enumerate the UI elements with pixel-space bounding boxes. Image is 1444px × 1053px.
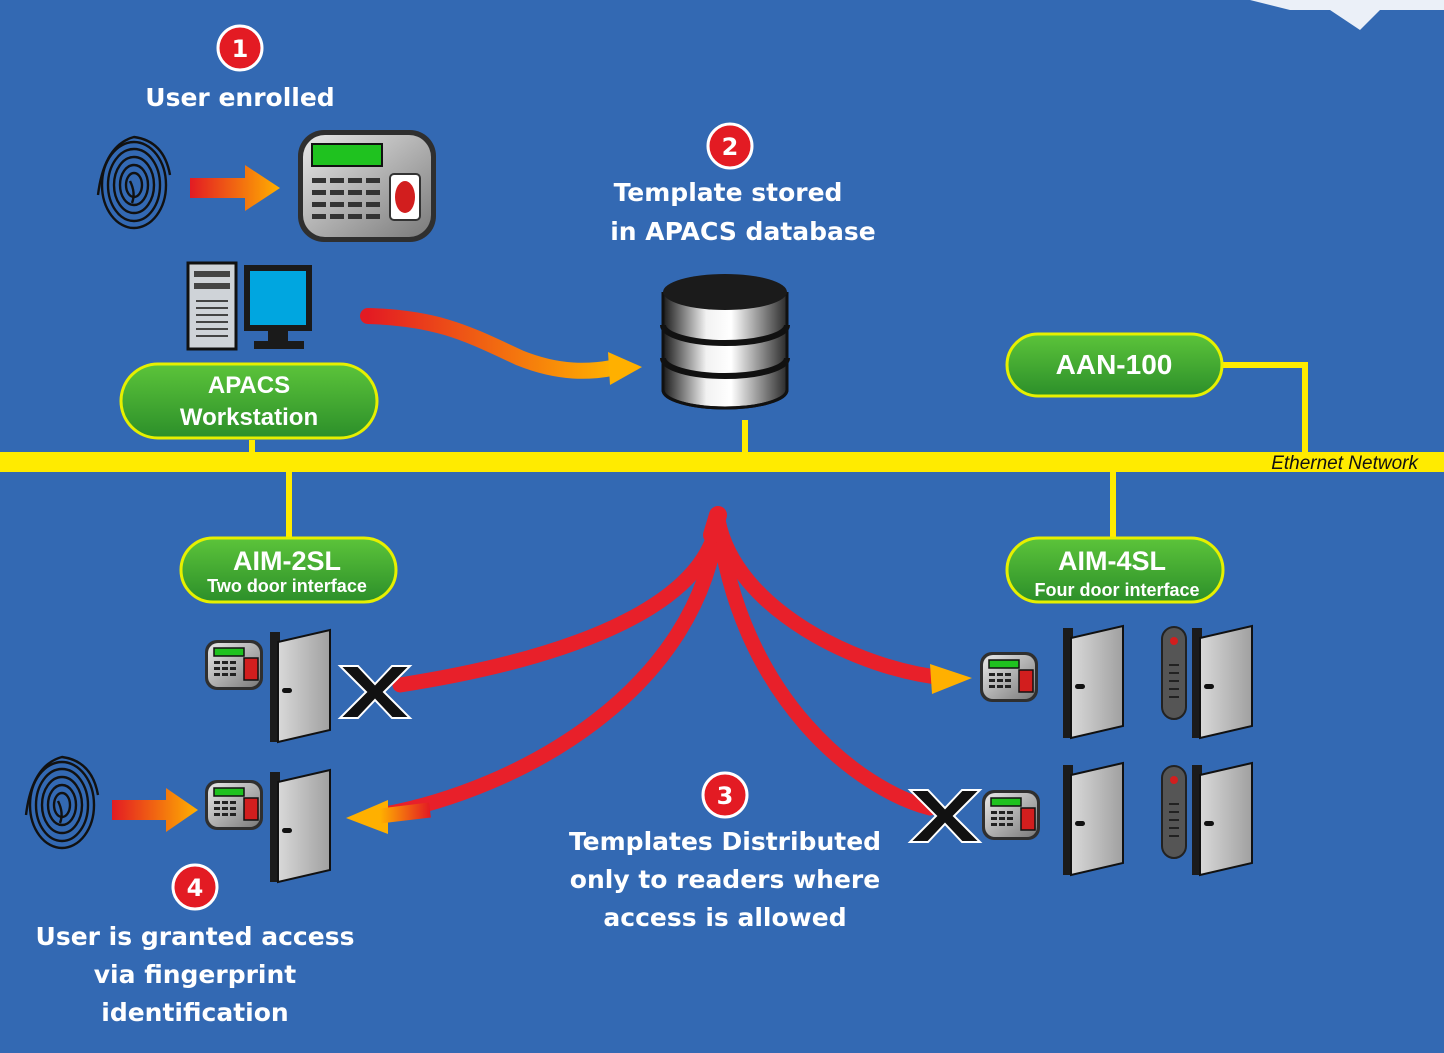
distribution-arrow-granted-tail — [379, 802, 431, 824]
step-3-label-line2: only to readers where — [570, 865, 880, 894]
step-2-number: 2 — [722, 133, 739, 161]
step-2-label-line1: Template stored — [614, 178, 843, 207]
ethernet-network-bus — [0, 362, 1444, 540]
workstation-label-line2: Workstation — [180, 404, 318, 431]
step-1-label: User enrolled — [145, 83, 334, 112]
step-2-badge: 2 — [706, 122, 754, 170]
step-3-badge: 3 — [701, 771, 749, 819]
step-4-number: 4 — [187, 874, 204, 902]
distribution-arrow-head-allowed — [930, 664, 972, 694]
aim-4sl-sublabel: Four door interface — [1034, 580, 1199, 600]
apacs-database-icon — [660, 274, 790, 410]
aim-2sl-node: AIM-2SL Two door interface — [179, 536, 398, 604]
step-4-badge: 4 — [171, 863, 219, 911]
prox-reader-four-door-4-icon — [1161, 765, 1187, 859]
step-3-label-line1: Templates Distributed — [569, 827, 881, 856]
reader-four-door-3-icon — [981, 789, 1041, 841]
reader-two-door-1-icon — [204, 639, 264, 691]
door-four-door-2-icon — [1191, 625, 1253, 739]
distribution-arrows — [372, 506, 953, 823]
workstation-label-line1: APACS — [208, 372, 290, 399]
store-template-arrow-head — [608, 352, 642, 385]
aim-4sl-label: AIM-4SL — [1058, 546, 1166, 576]
step-2-label-line2: in APACS database — [610, 217, 876, 246]
step-3-number: 3 — [717, 782, 734, 810]
enroll-arrow-icon — [190, 165, 280, 211]
door-four-door-3-icon — [1062, 762, 1124, 876]
enrollment-reader-icon — [298, 130, 436, 242]
prox-reader-four-door-2-icon — [1161, 626, 1187, 720]
corner-decoration — [1250, 0, 1444, 30]
workstation-computer-icon — [186, 261, 312, 351]
door-two-door-1-icon — [269, 629, 331, 743]
ethernet-network-label: Ethernet Network — [1271, 453, 1419, 474]
aan-100-node: AAN-100 — [1005, 332, 1224, 398]
access-fingerprint-arrow-icon — [112, 788, 198, 832]
reader-four-door-1-icon — [979, 651, 1039, 703]
door-two-door-2-icon — [269, 769, 331, 883]
door-four-door-1-icon — [1062, 625, 1124, 739]
step-3-label-line3: access is allowed — [603, 903, 846, 932]
store-template-arrow — [360, 308, 620, 379]
aim-4sl-node: AIM-4SL Four door interface — [1005, 536, 1225, 604]
step-4-label-line3: identification — [101, 998, 288, 1027]
reader-two-door-2-icon — [204, 779, 264, 831]
distribution-arrow-head-granted — [346, 800, 388, 834]
apacs-workstation-node: APACS Workstation — [119, 362, 379, 440]
aim-2sl-label: AIM-2SL — [233, 546, 341, 576]
step-4-label-line1: User is granted access — [36, 922, 355, 951]
aim-2sl-sublabel: Two door interface — [207, 576, 367, 596]
step-1-badge: 1 — [216, 24, 264, 72]
step-1-number: 1 — [232, 35, 249, 63]
step-4-label-line2: via fingerprint — [94, 960, 297, 989]
aan-100-label: AAN-100 — [1056, 349, 1173, 380]
door-four-door-4-icon — [1191, 762, 1253, 876]
